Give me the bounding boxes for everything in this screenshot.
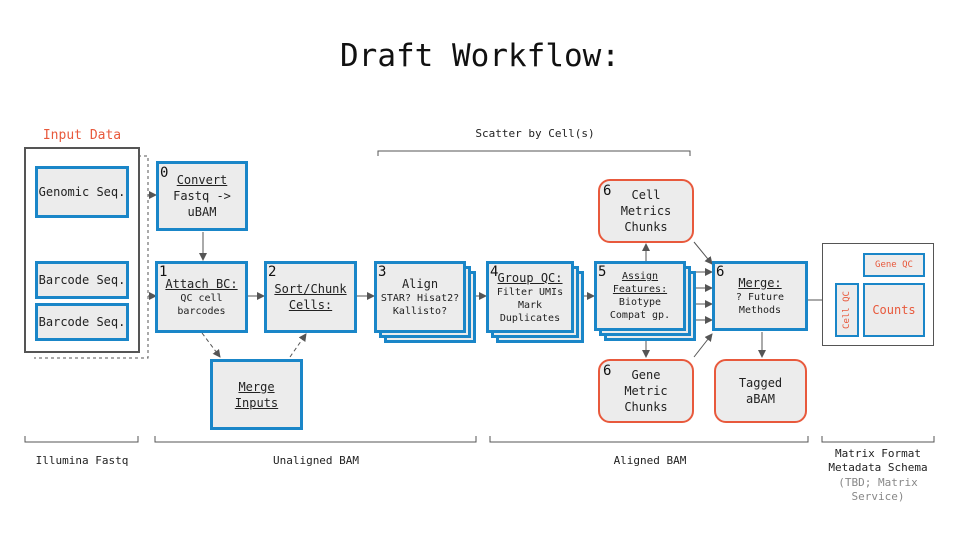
merge-inputs-title: Merge Inputs [234,379,279,410]
assign-features-step[interactable]: Assign Features: Biotype Compat gp. [594,261,686,331]
barcode-seq-box-2[interactable]: Barcode Seq. [35,303,129,341]
step-number-6-cell-metrics: 6 [603,183,612,199]
group-qc-step[interactable]: Group QC: Filter UMIs Mark Duplicates [486,261,574,333]
convert-step[interactable]: Convert Fastq -> uBAM [156,161,248,231]
page-title: Draft Workflow: [340,38,620,74]
merge-inputs-step[interactable]: Merge Inputs [210,359,303,430]
cell-metrics-chunks[interactable]: Cell Metrics Chunks [598,179,694,243]
step-number-5: 5 [598,264,607,280]
step-number-2: 2 [268,264,277,280]
bracket-illumina [24,436,139,443]
label-aligned-bam: Aligned BAM [613,454,687,467]
convert-title: Convert [176,173,228,187]
input-data-group [24,147,140,353]
scatter-label: Scatter by Cell(s) [475,127,595,140]
arrow-genemetric-merge [693,333,713,358]
arrow-cellmetrics-merge [693,241,713,265]
step-number-6-gene-metric: 6 [603,363,612,379]
label-illumina-fastq: Illumina Fastq [35,454,129,467]
label-matrix-note: (TBD; Matrix Service) [838,476,918,503]
attach-bc-body: QC cell barcodes [177,293,226,317]
scatter-bracket [377,150,691,156]
cell-qc-box[interactable]: Cell QC [835,283,859,337]
step-number-1: 1 [159,264,168,280]
counts-box[interactable]: Counts [863,283,925,337]
sort-chunk-step[interactable]: Sort/Chunk Cells: [264,261,357,333]
genomic-seq-label: Genomic Seq. [38,185,126,199]
genomic-seq-box[interactable]: Genomic Seq. [35,166,129,218]
counts-label: Counts [872,303,916,317]
arrow-attach-mergeinputs [201,332,221,358]
step-number-3: 3 [378,264,387,280]
group-qc-body: Filter UMIs Mark Duplicates [496,286,564,324]
label-unaligned-bam: Unaligned BAM [272,454,360,467]
barcode-seq-label-1: Barcode Seq. [38,273,126,287]
label-metadata-schema: Metadata Schema [828,461,928,474]
cell-qc-label: Cell QC [842,291,852,329]
tagged-abam[interactable]: Tagged aBAM [714,359,807,423]
convert-body: Fastq -> uBAM [173,189,231,219]
align-step[interactable]: Align STAR? Hisat2? Kallisto? [374,261,466,333]
step-number-6-merge: 6 [716,264,725,280]
assign-features-body: Biotype Compat gp. [609,297,671,321]
align-body: STAR? Hisat2? Kallisto? [380,293,460,317]
input-dashed-bracket [34,155,149,359]
align-title: Align [401,277,439,291]
merge-body: ? Future Methods [735,292,785,316]
bracket-unaligned [154,436,477,443]
cell-metrics-title: Cell Metrics Chunks [620,188,672,234]
step-number-0: 0 [160,165,169,181]
gene-metric-title: Gene Metric Chunks [624,368,668,414]
merge-title: Merge: [738,276,782,290]
gene-qc-box[interactable]: Gene QC [863,253,925,277]
merge-step[interactable]: Merge: ? Future Methods [712,261,808,331]
barcode-seq-box-1[interactable]: Barcode Seq. [35,261,129,299]
tagged-abam-title: Tagged aBAM [738,376,783,406]
assign-features-title: Assign Features: [612,271,668,295]
barcode-seq-label-2: Barcode Seq. [38,315,126,329]
gene-qc-label: Gene QC [875,260,913,270]
sort-chunk-title: Sort/Chunk Cells: [274,282,347,312]
bracket-aligned [489,436,809,443]
group-qc-title: Group QC: [497,270,563,285]
attach-bc-title: Attach BC: [165,277,238,291]
label-matrix-format: Matrix Format [834,447,922,460]
input-data-heading: Input Data [42,128,122,143]
attach-bc-step[interactable]: Attach BC: QC cell barcodes [155,261,248,333]
gene-metric-chunks[interactable]: Gene Metric Chunks [598,359,694,423]
bracket-matrix [821,436,935,443]
step-number-4: 4 [490,264,499,280]
arrow-mergeinputs-sort [289,333,307,358]
